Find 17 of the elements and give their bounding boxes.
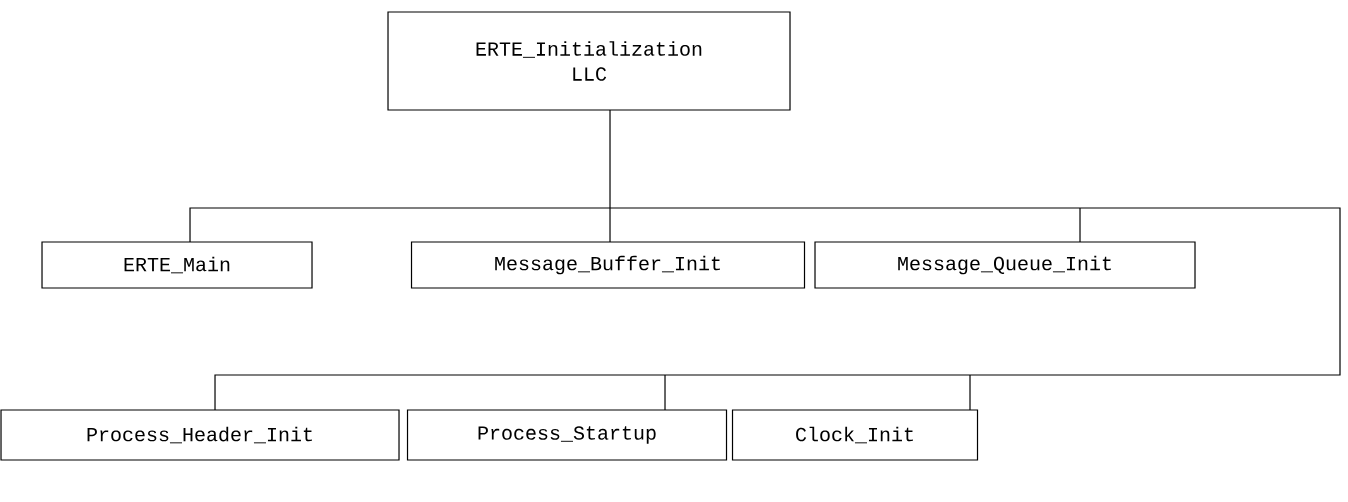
process-box: Process_Startup — [406, 409, 728, 461]
connector-line — [609, 207, 1081, 209]
process-box: Message_Buffer_Init — [410, 241, 806, 289]
connector-line — [214, 374, 666, 411]
connector-line — [664, 374, 971, 376]
connector-line — [189, 207, 611, 243]
connector-line — [1079, 207, 1081, 243]
process-box: ERTE_Initialization LLC — [387, 11, 791, 111]
connector-line — [609, 207, 611, 243]
connector-line — [969, 207, 1341, 376]
process-box: ERTE_Main — [41, 241, 313, 289]
process-box: Message_Queue_Init — [814, 241, 1196, 289]
process-box: Clock_Init — [731, 409, 979, 461]
connector-line — [664, 374, 666, 411]
process-box: Process_Header_Init — [0, 409, 400, 461]
connector-line — [609, 109, 611, 209]
connector-line — [969, 374, 971, 411]
